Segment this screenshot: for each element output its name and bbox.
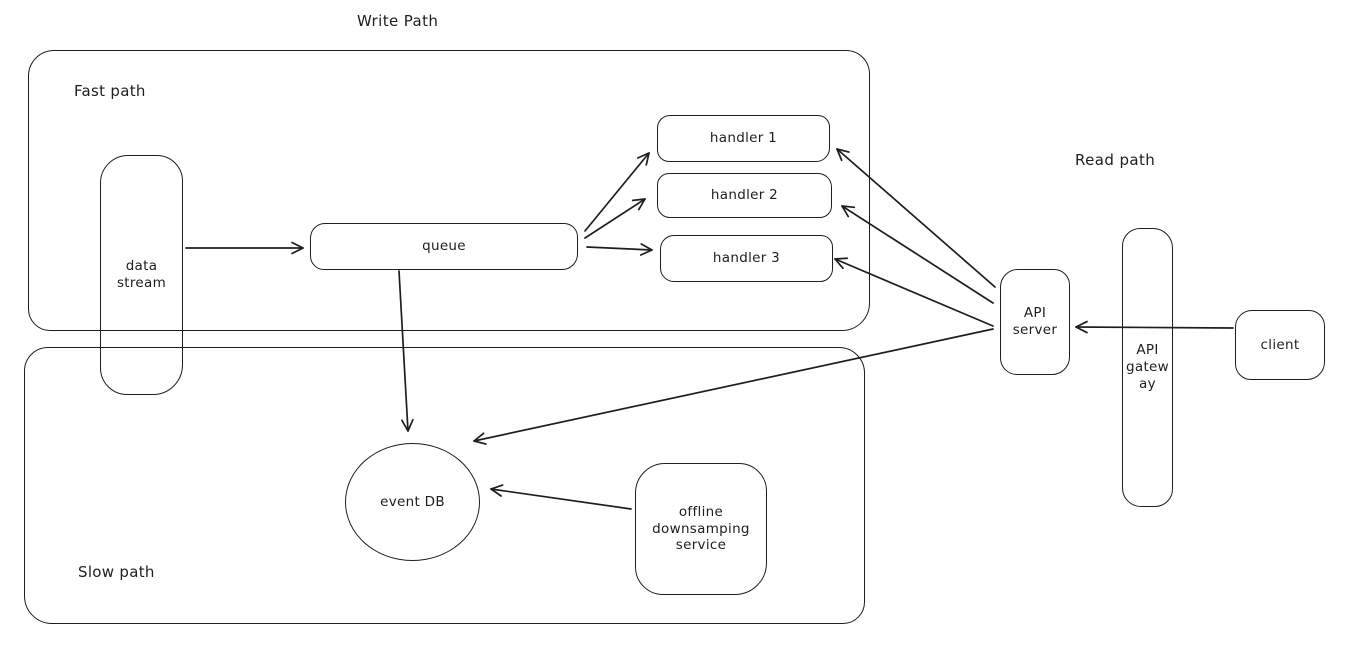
queue-node: queue [310, 223, 578, 270]
handler-1-node: handler 1 [657, 115, 830, 162]
fast-path-label: Fast path [74, 82, 146, 100]
offline-downsamping-service-node: offline downsamping service [635, 463, 767, 595]
event-db-node: event DB [345, 443, 480, 561]
data-stream-node: data stream [100, 155, 183, 395]
api-server-node: API server [1000, 269, 1070, 375]
slow-path-container [24, 347, 865, 624]
api-gateway-node: API gatew ay [1122, 228, 1173, 507]
handler-3-node: handler 3 [660, 235, 833, 282]
read-path-title: Read path [1075, 151, 1156, 169]
handler-2-node: handler 2 [657, 173, 832, 218]
client-node: client [1235, 310, 1325, 380]
slow-path-label: Slow path [78, 563, 155, 581]
write-path-title: Write Path [357, 12, 439, 30]
